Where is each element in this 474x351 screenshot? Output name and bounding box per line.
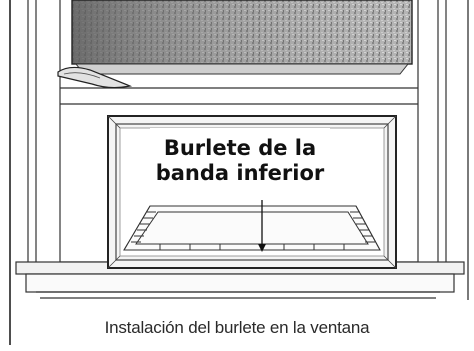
figure-caption: Instalación del burlete en la ventana bbox=[104, 318, 370, 337]
seal-label: Burlete de la banda inferior bbox=[150, 128, 330, 200]
bottom-sash-seal bbox=[57, 66, 133, 89]
seal-label-line-2: banda inferior bbox=[155, 161, 325, 185]
foam-gasket-tray bbox=[123, 205, 381, 251]
lower-sash bbox=[71, 0, 413, 75]
seal-label-line-1: Burlete de la bbox=[163, 136, 317, 160]
